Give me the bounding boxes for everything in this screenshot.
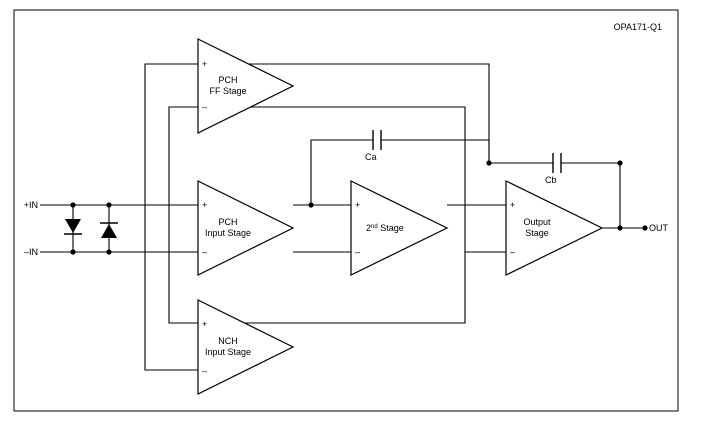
nch-input-label-line2: Input Stage: [205, 347, 251, 357]
second-stage-label-rest: Stage: [378, 223, 404, 233]
inner-loop-right: [169, 106, 466, 324]
part-number-label: OPA171-Q1: [614, 22, 662, 32]
plus-sign: +: [355, 200, 360, 210]
minus-sign: –: [202, 366, 207, 376]
minus-sign: –: [355, 247, 360, 257]
in-plus-label: +IN: [24, 200, 38, 210]
pch-input-stage-amp: [197, 180, 295, 276]
nch-input-stage-amp: [197, 299, 295, 395]
second-stage-amp: [350, 180, 449, 276]
diode-down: [64, 205, 82, 252]
junction-dot: [308, 202, 314, 208]
plus-sign: +: [202, 200, 207, 210]
junction-dot: [617, 225, 623, 231]
capacitor-cb: [552, 153, 562, 173]
minus-sign: –: [510, 247, 515, 257]
output-stage-label-line2: Stage: [525, 228, 549, 238]
plus-sign: +: [202, 319, 207, 329]
in-minus-label: –IN: [24, 247, 38, 257]
junction-dot: [106, 249, 112, 255]
junction-dot: [106, 202, 112, 208]
minus-sign: –: [202, 102, 207, 112]
pch-input-label-line1: PCH: [218, 217, 237, 227]
ca-left-wire: [310, 139, 373, 205]
junction-dot: [642, 225, 648, 231]
junction-dot: [617, 160, 623, 166]
pch-ff-stage-amp: [197, 38, 295, 134]
nch-input-label-line1: NCH: [218, 336, 238, 346]
inner-loop-left: [168, 106, 198, 324]
second-stage-label-num: 2: [366, 223, 371, 233]
cb-left-wire: [488, 140, 553, 164]
ca-label: Ca: [365, 152, 377, 162]
diagram-frame: [13, 9, 679, 412]
outer-loop-top: [145, 63, 490, 163]
pch-ff-label-line2: FF Stage: [209, 86, 246, 96]
junction-dot: [486, 160, 492, 166]
cb-label: Cb: [545, 175, 557, 185]
minus-sign: –: [202, 247, 207, 257]
outer-loop-left: [144, 63, 198, 371]
capacitor-ca: [372, 130, 382, 150]
plus-sign: +: [510, 200, 515, 210]
plus-sign: +: [202, 59, 207, 69]
pch-ff-label-line1: PCH: [218, 75, 237, 85]
second-stage-label: 2nd Stage: [366, 223, 404, 233]
second-stage-label-sup: nd: [371, 224, 378, 230]
pch-input-label-line2: Input Stage: [205, 228, 251, 238]
diode-up: [100, 205, 118, 252]
out-label: OUT: [649, 223, 669, 233]
junction-dot: [70, 202, 76, 208]
output-stage-amp: [505, 180, 604, 276]
junction-dot: [70, 249, 76, 255]
output-stage-label-line1: Output: [523, 217, 551, 227]
